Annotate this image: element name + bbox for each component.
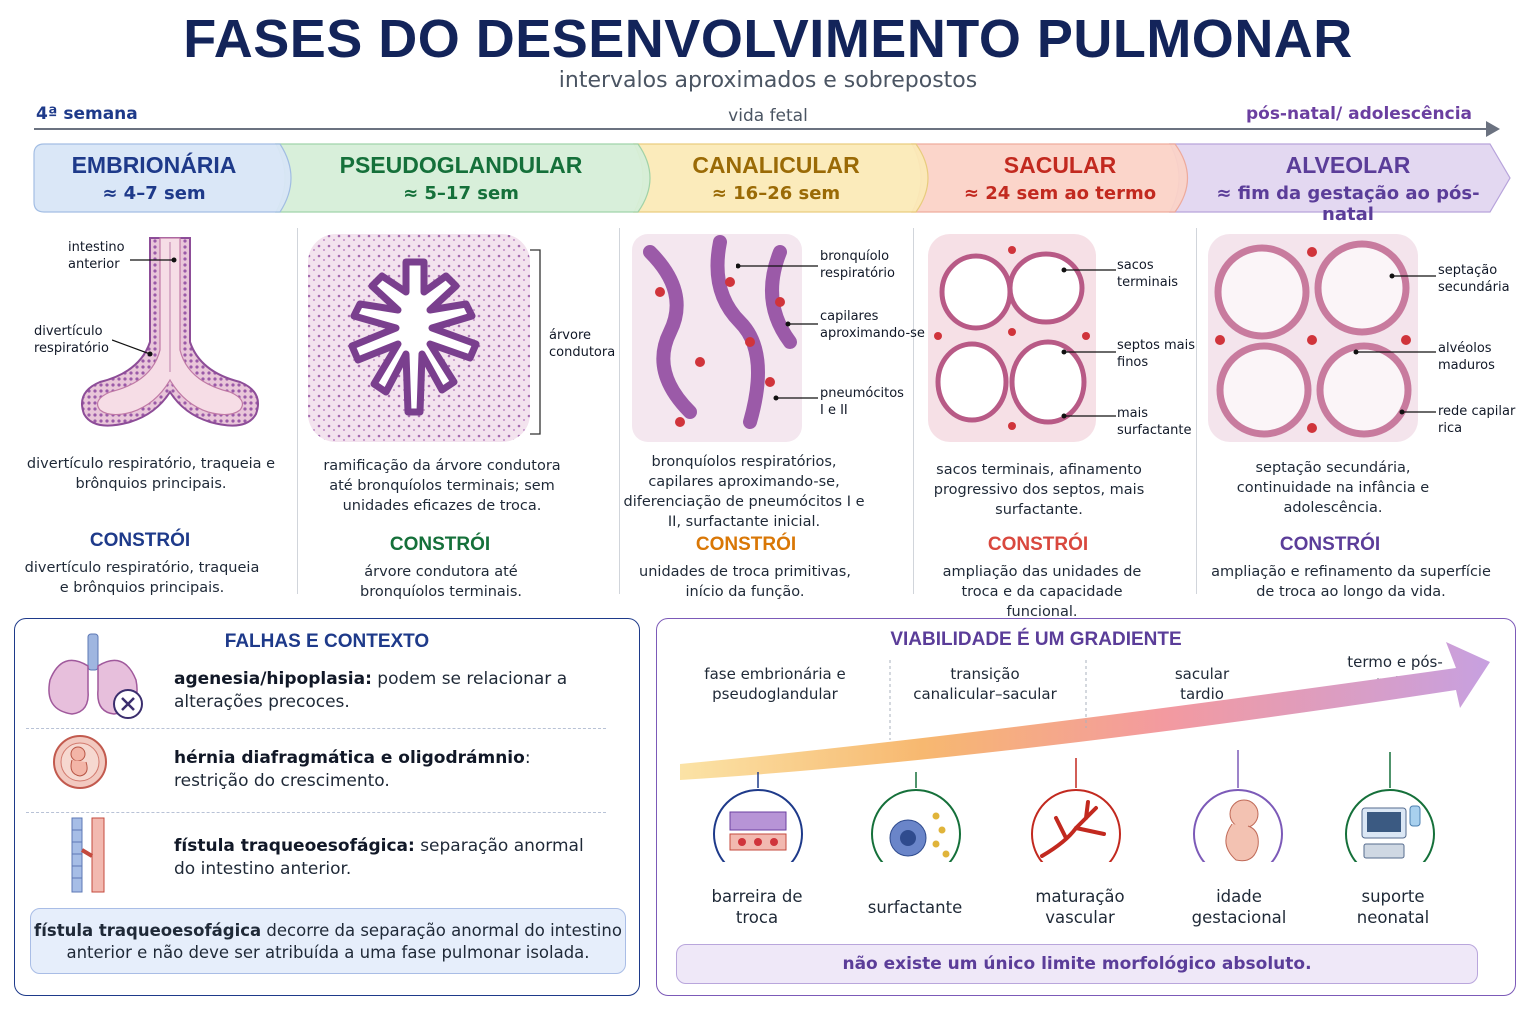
viability-gradient-arrow	[680, 642, 1490, 780]
failure-item-agenesia: agenesia/hipoplasia: podem se relacionar…	[174, 669, 568, 712]
builds-text: ampliação e refinamento da superfície de…	[1211, 564, 1491, 600]
phase-header-embrionaria: EMBRIONÁRIA ≈ 4–7 sem	[34, 152, 274, 204]
gradient-stage: fase embrionária e pseudoglandular	[704, 665, 846, 703]
factor-label: barreira de troca	[711, 887, 803, 927]
builds-title: CONSTRÓI	[89, 530, 191, 551]
leader-line	[112, 339, 153, 357]
builds-title: CONSTRÓI	[987, 534, 1089, 555]
surfactant-icon	[871, 772, 961, 862]
failures-note: fístula traqueoesofágica decorre da sepa…	[30, 908, 626, 974]
timeline-start: 4ª semana	[36, 104, 138, 124]
page-title: FASES DO DESENVOLVIMENTO PULMONAR	[183, 9, 1353, 69]
bracket	[530, 249, 541, 435]
gradient-stage: transição canalicular–sacular	[913, 665, 1057, 703]
page-subtitle: intervalos aproximados e sobrepostos	[558, 68, 978, 93]
builds-title: CONSTRÓI	[695, 534, 797, 555]
vascular-tree-icon	[1031, 758, 1121, 862]
fetus-icon	[53, 735, 107, 789]
sacular-tissue-illustration	[928, 234, 1096, 442]
phase-header-sacular: SACULAR ≈ 24 sem ao termo	[930, 152, 1190, 204]
phase-description: sacos terminais, afinamento progressivo …	[933, 462, 1145, 518]
factor-label: suporte neonatal	[1356, 887, 1430, 927]
trachea-esophagus-icon	[71, 817, 105, 893]
phase-name: PSEUDOGLANDULAR	[339, 152, 583, 178]
builds-text: ampliação das unidades de troca e da cap…	[942, 564, 1142, 620]
column-divider	[297, 228, 298, 594]
factor-label: maturação vascular	[1035, 887, 1125, 927]
lungs-x-icon	[48, 633, 143, 719]
builds-text: divertículo respiratório, traqueia e brô…	[24, 560, 260, 596]
factor-label: idade gestacional	[1191, 887, 1287, 927]
phase-name: EMBRIONÁRIA	[71, 152, 237, 178]
fetus-icon	[1193, 750, 1283, 862]
phase-description: bronquíolos respiratórios, capilares apr…	[623, 454, 865, 530]
phase-header-canalicular: CANALICULAR ≈ 16–26 sem	[648, 152, 904, 204]
leader-lines	[1061, 267, 1116, 419]
failure-item-fistula: fístula traqueoesofágica: separação anor…	[174, 836, 584, 879]
ventilator-icon	[1345, 752, 1435, 862]
phase-range: ≈ 5–17 sem	[403, 183, 519, 204]
separator	[26, 728, 606, 729]
factor-label: surfactante	[867, 898, 963, 917]
builds-title: CONSTRÓI	[1279, 534, 1381, 555]
phase-range: ≈ 24 sem ao termo	[963, 183, 1157, 204]
builds-text: unidades de troca primitivas, início da …	[639, 564, 851, 600]
viability-title: VIABILIDADE É UM GRADIENTE	[890, 629, 1182, 650]
phase-chevron-embrionaria	[33, 143, 292, 213]
column-divider	[913, 228, 914, 594]
phase-range: ≈ 4–7 sem	[102, 183, 206, 204]
builds-text: árvore condutora até bronquíolos termina…	[360, 564, 522, 600]
leader-lines	[736, 263, 818, 401]
viability-note: não existe um único limite morfológico a…	[676, 944, 1478, 984]
phase-headers	[33, 143, 1511, 213]
timeline-middle: vida fetal	[728, 106, 808, 126]
phase-name: ALVEOLAR	[1285, 152, 1411, 178]
embryonic-diverticulum-illustration	[81, 237, 259, 427]
exchange-barrier-icon	[713, 772, 803, 862]
phase-name: CANALICULAR	[692, 152, 860, 178]
phase-name: SACULAR	[1003, 152, 1117, 178]
leader-lines	[1353, 273, 1436, 415]
separator	[26, 812, 606, 813]
phase-description: divertículo respiratório, traqueia e brô…	[26, 456, 276, 492]
failure-item-hernia: hérnia diafragmática e oligodrámnio: res…	[174, 748, 531, 791]
timeline-line	[34, 128, 1490, 130]
alveolar-tissue-illustration	[1208, 234, 1418, 442]
timeline-arrow-icon	[1486, 121, 1500, 137]
phase-range: ≈ 16–26 sem	[711, 183, 841, 204]
column-divider	[1196, 228, 1197, 594]
phase-header-pseudoglandular: PSEUDOGLANDULAR ≈ 5–17 sem	[300, 152, 622, 204]
builds-title: CONSTRÓI	[389, 534, 491, 555]
canalicular-tissue-illustration	[632, 234, 802, 442]
gradient-stage: sacular tardio	[1174, 665, 1230, 703]
phase-description: ramificação da árvore condutora até bron…	[323, 458, 561, 514]
phase-range: ≈ fim da gestação ao pós-natal	[1216, 183, 1480, 225]
phase-description: septação secundária, continuidade na inf…	[1236, 460, 1430, 516]
timeline-end: pós-natal/ adolescência	[1245, 104, 1472, 124]
column-divider	[619, 228, 620, 594]
phase-header-alveolar: ALVEOLAR ≈ fim da gestação ao pós-natal	[1194, 152, 1502, 225]
failures-title: FALHAS E CONTEXTO	[224, 631, 430, 652]
leader-line	[130, 257, 177, 263]
pseudoglandular-tissue-illustration	[308, 234, 530, 442]
